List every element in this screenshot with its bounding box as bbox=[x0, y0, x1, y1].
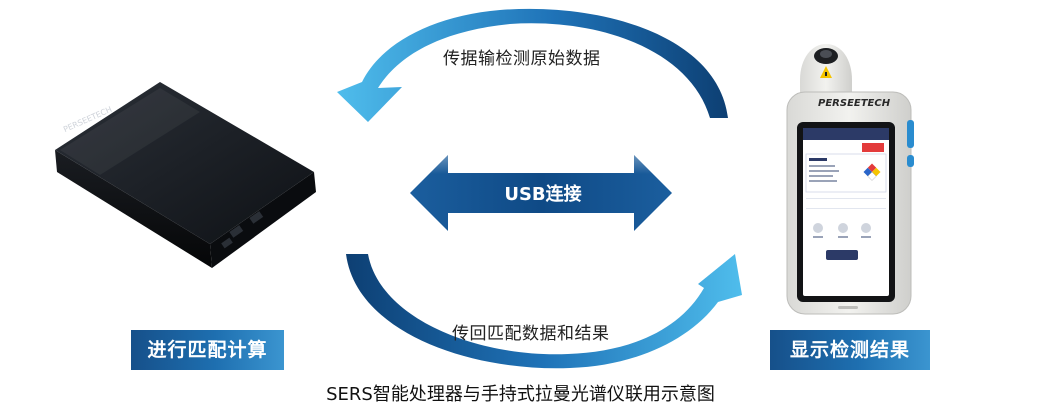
top-arrow-label: 传据输检测原始数据 bbox=[443, 49, 601, 69]
usb-double-arrow bbox=[410, 155, 672, 231]
bottom-curved-arrow bbox=[346, 254, 742, 369]
top-curved-arrow bbox=[337, 8, 728, 122]
handheld-brand-text: PERSEETECH bbox=[818, 98, 891, 109]
processor-function-badge: 进行匹配计算 bbox=[131, 330, 284, 370]
figure-caption: SERS智能处理器与手持式拉曼光谱仪联用示意图 bbox=[326, 384, 715, 405]
handheld-function-badge: 显示检测结果 bbox=[770, 330, 930, 370]
bottom-arrow-label: 传回匹配数据和结果 bbox=[452, 324, 610, 344]
usb-connection-label: USB连接 bbox=[504, 184, 582, 205]
handheld-raman-device bbox=[786, 44, 914, 315]
sers-processor-device bbox=[55, 82, 316, 268]
